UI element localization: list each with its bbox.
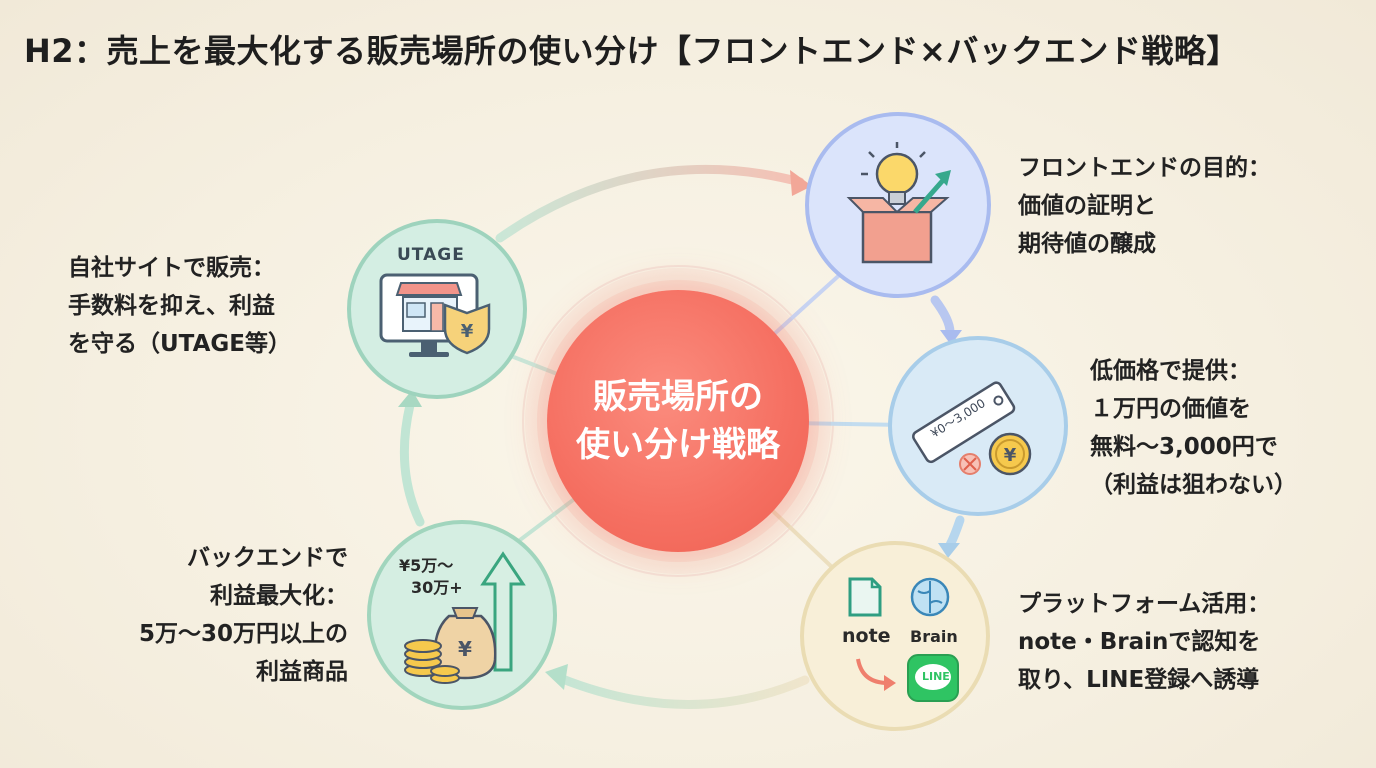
svg-text:¥: ¥	[1004, 445, 1017, 466]
arrowhead-platform	[938, 543, 960, 558]
money-bag-growth-icon: ¥	[404, 551, 526, 684]
utage-node: UTAGE ¥	[347, 219, 527, 399]
utage-label-line1: 自社サイトで販売：	[68, 255, 275, 281]
arc-frontend-to-lowprice	[930, 295, 955, 337]
backend-price-line2: 30万+	[411, 578, 463, 597]
arrowhead-utage	[398, 390, 422, 407]
lowprice-label-line1: 低価格で提供：	[1090, 358, 1251, 384]
backend-label-line2: 利益最大化：	[210, 583, 348, 609]
utage-icon-text: UTAGE	[397, 245, 465, 265]
svg-text:¥: ¥	[461, 321, 474, 342]
utage-label-line2: 手数料を抑え、利益	[68, 293, 275, 319]
platform-icons	[848, 577, 959, 702]
arrowhead-backend	[545, 664, 568, 690]
frontend-label: フロントエンドの目的： 価値の証明と 期待値の醸成	[1018, 149, 1271, 263]
lowprice-label-line4: （利益は狙わない）	[1090, 472, 1297, 498]
center-label-line2: 使い分け戦略	[576, 425, 780, 465]
backend-label-line1: バックエンドで	[187, 545, 348, 571]
shop-monitor-icon: ¥	[379, 273, 491, 357]
backend-label-line4: 利益商品	[256, 659, 348, 685]
line-label: LINE	[922, 670, 950, 683]
lowprice-label: 低価格で提供： １万円の価値を 無料〜3,000円で （利益は狙わない）	[1090, 352, 1297, 504]
flow-arrow-icon	[856, 658, 889, 685]
note-label: note	[842, 625, 891, 647]
frontend-node	[805, 112, 991, 298]
lowprice-label-line2: １万円の価値を	[1090, 396, 1251, 422]
backend-label-line3: 5万〜30万円以上の	[138, 621, 348, 647]
inner-ring	[522, 265, 834, 577]
platform-node: note Brain LINE	[800, 541, 990, 731]
frontend-label-line3: 期待値の醸成	[1018, 231, 1156, 257]
platform-label-line2: note・Brainで認知を	[1018, 629, 1261, 655]
platform-label-line3: 取り、LINE登録へ誘導	[1018, 667, 1260, 693]
backend-label: バックエンドで 利益最大化： 5万〜30万円以上の 利益商品	[80, 539, 348, 691]
utage-label: 自社サイトで販売： 手数料を抑え、利益 を守る（UTAGE等）	[68, 249, 291, 363]
arc-utage-to-frontend	[495, 164, 805, 243]
frontend-label-line2: 価値の証明と	[1018, 193, 1156, 219]
lowprice-label-line3: 無料〜3,000円で	[1090, 434, 1278, 460]
page-title: H2：売上を最大化する販売場所の使い分け【フロントエンド×バックエンド戦略】	[24, 32, 1239, 70]
note-icon	[848, 577, 882, 617]
arc-backend-to-utage	[399, 400, 425, 527]
frontend-label-line1: フロントエンドの目的：	[1018, 155, 1271, 181]
lowprice-node: ¥0〜3,000 ¥	[888, 336, 1068, 516]
backend-node: ¥5万〜 30万+ ¥	[367, 520, 557, 710]
svg-text:¥: ¥	[458, 637, 472, 661]
center-label-line1: 販売場所の	[593, 377, 763, 417]
arc-platform-to-backend	[555, 673, 810, 709]
utage-label-line3: を守る（UTAGE等）	[68, 331, 291, 357]
arrowhead-frontend	[790, 170, 812, 196]
center-node: 販売場所の 使い分け戦略	[547, 290, 809, 552]
arrowhead-lowprice	[940, 330, 962, 345]
platform-label: プラットフォーム活用： note・Brainで認知を 取り、LINE登録へ誘導	[1018, 585, 1270, 699]
lightbulb-box-icon	[846, 142, 951, 264]
price-tag-coin-icon: ¥0〜3,000 ¥	[912, 381, 1032, 476]
platform-label-line1: プラットフォーム活用：	[1018, 591, 1271, 617]
brain-label: Brain	[910, 627, 958, 646]
backend-price-line1: ¥5万〜	[399, 556, 454, 575]
